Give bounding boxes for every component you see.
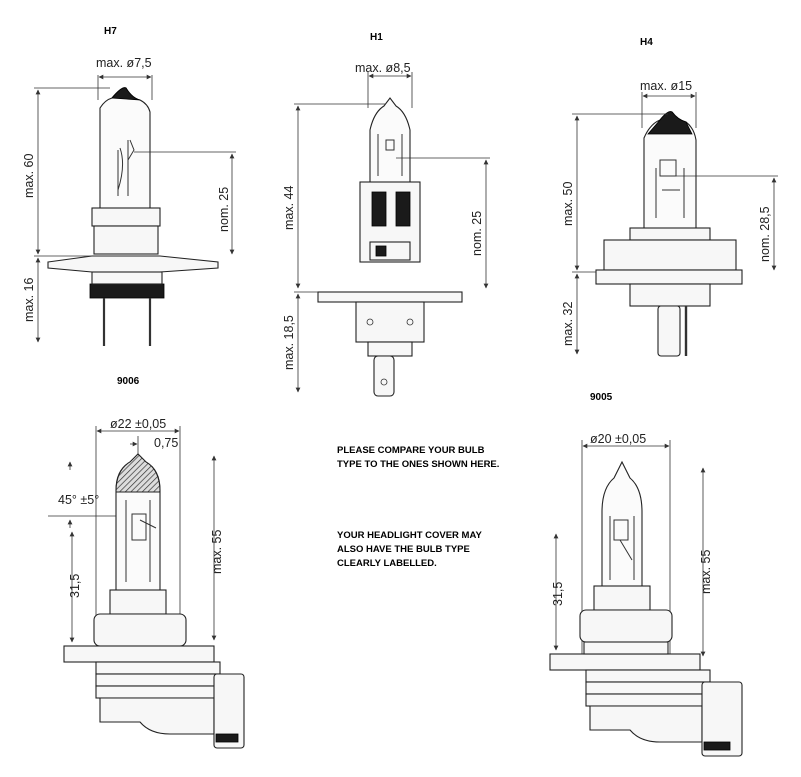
b9006-bulb-drawing: 9006 ø22 ±0,05 0,75 45° ±5° 31,5 max. 55: [48, 376, 245, 749]
b9005-connector-latch: [703, 741, 731, 751]
b9006-title: 9006: [117, 376, 140, 387]
h1-filament: [377, 134, 403, 176]
h1-terminal-hole: [380, 378, 388, 386]
h4-tip: [647, 111, 693, 135]
h7-socket: [93, 225, 159, 255]
b9005-socket: [579, 609, 673, 643]
b9005-neck: [593, 585, 651, 611]
b9006-diameter-label: ø22 ±0,05: [110, 417, 166, 431]
b9006-connector-latch: [215, 733, 239, 743]
h1-base-neck: [367, 341, 413, 357]
h1-bulb-drawing: H1 max. ø8,5 max. 44 max. 18,5 nom. 25: [282, 32, 490, 397]
h1-base-label: max. 18,5: [282, 315, 296, 370]
h7-height-label: max. 60: [22, 153, 36, 198]
h1-slot-left: [371, 191, 387, 227]
h1-base-body: [355, 301, 425, 343]
b9005-connector-plug: [701, 681, 743, 757]
b9006-connector-body: [99, 697, 215, 735]
h7-base-ring: [89, 283, 165, 299]
h7-base-label: max. 16: [22, 277, 36, 322]
h4-diameter-label: max. ø15: [640, 79, 692, 93]
h1-clip-mark: [375, 245, 387, 257]
b9006-ring-1: [95, 661, 221, 675]
h7-diameter-label: max. ø7,5: [96, 56, 152, 70]
h7-focus-label: nom. 25: [217, 187, 231, 232]
b9006-ring-2: [95, 673, 221, 687]
h1-rivet-left: [366, 318, 374, 326]
b9005-ring-1: [585, 669, 711, 683]
h1-slot-right: [395, 191, 411, 227]
cover-note: YOUR HEADLIGHT COVER MAY ALSO HAVE THE B…: [337, 530, 482, 569]
h7-flange: [47, 255, 219, 273]
b9005-flange: [549, 653, 701, 671]
b9006-angle-label: 45° ±5°: [58, 493, 99, 507]
b9005-focus-label: 31,5: [551, 582, 565, 606]
b9005-diameter-label: ø20 ±0,05: [590, 432, 646, 446]
h4-base-body: [629, 283, 711, 307]
h1-flange: [317, 291, 463, 303]
h7-glass: [99, 87, 151, 209]
h4-collar: [629, 227, 711, 241]
b9006-socket: [93, 613, 187, 647]
h7-filament: [117, 139, 135, 196]
h4-height-label: max. 50: [561, 181, 575, 226]
h1-diameter-label: max. ø8,5: [355, 61, 411, 75]
b9005-title: 9005: [590, 392, 613, 403]
b9006-flange: [63, 645, 215, 663]
h4-flange: [595, 269, 743, 285]
b9006-ring-3: [95, 685, 221, 699]
h4-bulb-drawing: H4 max. ø15 max. 50 max. 32 nom. 28,5: [561, 37, 778, 357]
b9005-filament: [609, 516, 635, 580]
h7-base-body: [91, 271, 163, 285]
compare-note: PLEASE COMPARE YOUR BULB TYPE TO THE ONE…: [337, 445, 500, 470]
b9005-glass: [601, 460, 643, 587]
h1-rivet-right: [406, 318, 414, 326]
h4-socket: [603, 239, 737, 271]
b9006-connector-plug: [213, 673, 245, 749]
b9005-connector-body: [589, 705, 703, 743]
h1-height-label: max. 44: [282, 185, 296, 230]
h4-focus-label: nom. 28,5: [758, 206, 772, 262]
h4-title: H4: [640, 37, 653, 48]
b9005-ring-2: [585, 681, 711, 695]
b9005-ring-3: [585, 693, 711, 707]
h1-title: H1: [370, 32, 383, 43]
b9006-height-label: max. 55: [210, 529, 224, 574]
b9005-bulb-drawing: 9005 ø20 ±0,05 31,5 max. 55: [549, 392, 743, 757]
b9006-offset-label: 0,75: [154, 436, 178, 450]
b9006-neck: [109, 589, 167, 615]
h7-title: H7: [104, 26, 117, 37]
h7-tip: [111, 87, 141, 101]
b9005-collar: [583, 641, 669, 655]
h4-filament: [655, 159, 685, 218]
b9006-focus-label: 31,5: [68, 574, 82, 598]
h4-base-label: max. 32: [561, 301, 575, 346]
b9006-filament: [125, 500, 157, 582]
b9006-coated-tip: [115, 453, 161, 493]
h7-bulb-drawing: H7 max. ø7,5 max. 60 max. 16 nom. 25: [22, 26, 236, 346]
h7-collar: [91, 207, 161, 227]
h4-terminal-left: [657, 305, 681, 357]
h1-terminal: [373, 355, 395, 397]
h1-focus-label: nom. 25: [470, 211, 484, 256]
b9005-height-label: max. 55: [699, 549, 713, 594]
